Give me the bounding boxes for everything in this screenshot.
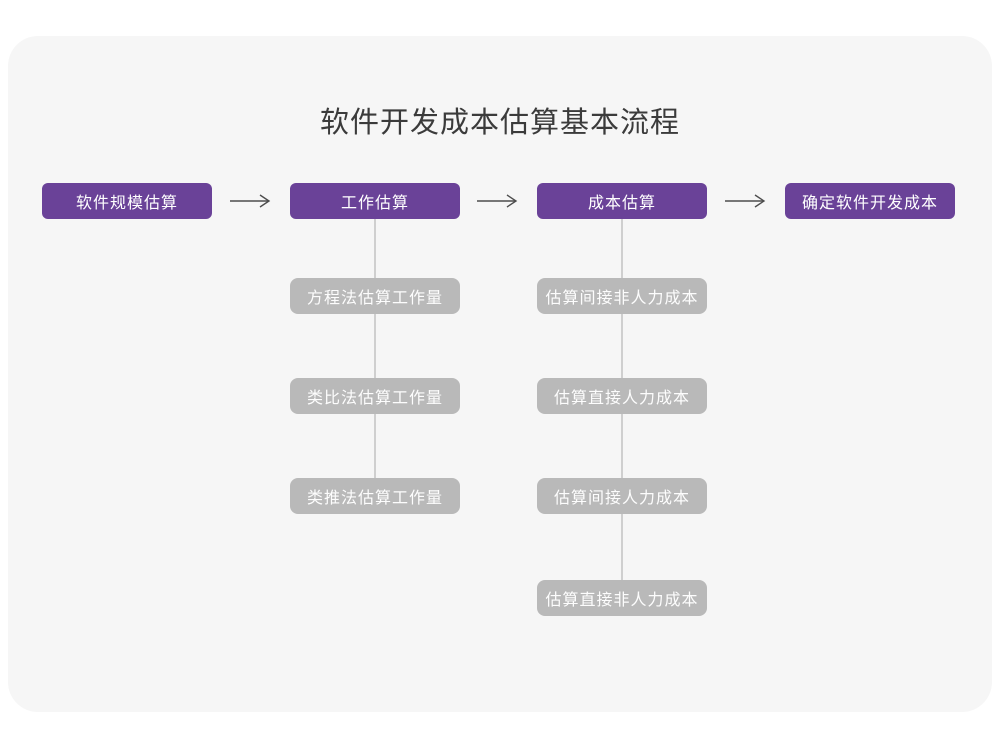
node-software-scale-estimation: 软件规模估算 [42, 183, 212, 219]
subnode-equation-method: 方程法估算工作量 [290, 278, 460, 314]
arrow-right-icon [230, 194, 271, 208]
subnode-extrapolation-method: 类推法估算工作量 [290, 478, 460, 514]
arrow-right-icon [725, 194, 766, 208]
node-work-estimation: 工作估算 [290, 183, 460, 219]
connector-line-work-estimation [374, 219, 376, 496]
diagram-card [8, 36, 992, 712]
subnode-analogy-method: 类比法估算工作量 [290, 378, 460, 414]
subnode-indirect-nonlabor-cost: 估算间接非人力成本 [537, 278, 707, 314]
subnode-direct-labor-cost: 估算直接人力成本 [537, 378, 707, 414]
subnode-indirect-labor-cost: 估算间接人力成本 [537, 478, 707, 514]
arrow-right-icon [477, 194, 518, 208]
node-cost-estimation: 成本估算 [537, 183, 707, 219]
diagram-title: 软件开发成本估算基本流程 [319, 107, 680, 139]
subnode-direct-nonlabor-cost: 估算直接非人力成本 [537, 580, 707, 616]
node-determine-development-cost: 确定软件开发成本 [785, 183, 955, 219]
